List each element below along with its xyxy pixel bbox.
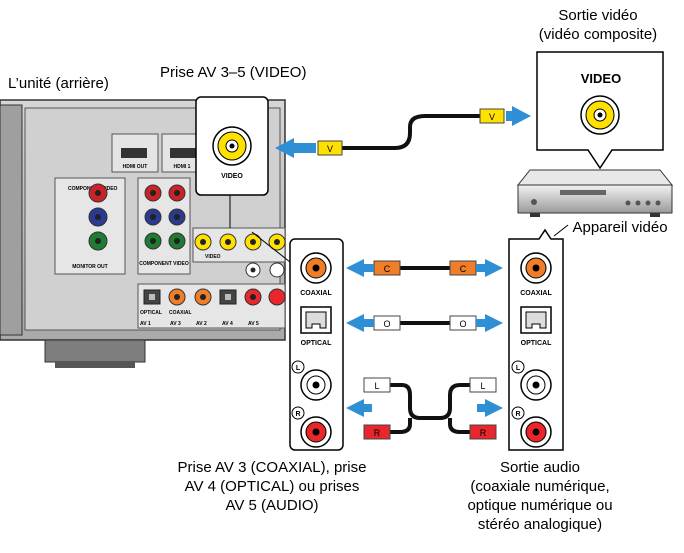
hdmi-1-label: HDMI 1 xyxy=(174,164,191,170)
video-plug-device-label: V xyxy=(489,112,495,122)
panel-av1-label: AV 1 xyxy=(140,321,151,327)
panel-optical-label: OPTICAL xyxy=(140,310,162,316)
video-plug-unit-label: V xyxy=(327,144,333,154)
video-arrow-to-unit xyxy=(275,138,316,158)
coax-arrow-from-device xyxy=(476,259,503,277)
optical-arrow-from-device xyxy=(476,314,503,332)
analog-l-plug-unit-label: L xyxy=(374,381,379,391)
audio-out-label-line2: (coaxiale numérique, xyxy=(470,478,609,495)
device-r-mark: R xyxy=(515,411,520,418)
device-audio-outputs-panel: COAXIAL OPTICAL L R xyxy=(508,228,564,451)
analog-l-plug-device-label: L xyxy=(480,381,485,391)
panel-av5-label: AV 5 xyxy=(248,321,259,327)
video-plug-unit-end xyxy=(317,140,343,156)
unit-video-jack-label: VIDEO xyxy=(221,173,243,180)
analog-r-plug-unit-label: R xyxy=(374,428,381,438)
optical-plug-unit-label: O xyxy=(383,319,390,329)
video-cable: V V xyxy=(317,108,505,156)
audio-out-label-line3: optique numérique ou xyxy=(467,497,612,514)
unit-audio-inputs-panel: COAXIAL OPTICAL L R xyxy=(289,238,344,451)
audio-out-label-line1: Sortie audio xyxy=(500,459,580,476)
unit-video-jack-callout: VIDEO xyxy=(195,96,269,196)
unit-optical-label: OPTICAL xyxy=(301,340,332,347)
video-plug-device-end xyxy=(479,108,505,124)
monitor-out-label: MONITOR OUT xyxy=(72,264,107,270)
analog-arrow-to-unit xyxy=(346,399,372,417)
device-audio-callout-line xyxy=(553,224,569,237)
optical-arrow-to-unit xyxy=(346,314,374,332)
device-optical-label: OPTICAL xyxy=(521,340,552,347)
video-arrow-from-device xyxy=(506,106,531,126)
panel-av2-label: AV 2 xyxy=(196,321,207,327)
panel-video-label: VIDEO xyxy=(205,254,221,260)
unit-r-mark: R xyxy=(295,411,300,418)
audio-out-label-line4: stéréo analogique) xyxy=(478,516,602,533)
analog-r-plug-device-label: R xyxy=(480,428,487,438)
hdmi-out-label: HDMI OUT xyxy=(123,164,148,170)
coax-plug-device-label: C xyxy=(460,264,467,274)
device-l-mark: L xyxy=(516,365,521,372)
analog-arrow-from-device xyxy=(477,399,503,417)
unit-coaxial-label: COAXIAL xyxy=(300,290,332,297)
video-out-label-line2: (vidéo composite) xyxy=(539,26,657,43)
optical-plug-device-label: O xyxy=(459,319,466,329)
coax-plug-unit-label: C xyxy=(384,264,391,274)
panel-coaxial-label: COAXIAL xyxy=(169,310,192,316)
av-3-5-video-label: Prise AV 3–5 (VIDEO) xyxy=(160,64,306,81)
coax-arrow-to-unit xyxy=(346,259,374,277)
optical-cable: O O xyxy=(373,315,477,331)
component-video-inputs-label: COMPONENT VIDEO xyxy=(139,261,189,267)
video-out-label-line1: Sortie vidéo xyxy=(558,7,637,24)
input-caption-line1: Prise AV 3 (COAXIAL), prise xyxy=(178,459,367,476)
video-device xyxy=(516,169,674,217)
unit-l-mark: L xyxy=(296,365,301,372)
input-caption-line2: AV 4 (OPTICAL) ou prises xyxy=(185,478,360,495)
panel-av4-label: AV 4 xyxy=(222,321,233,327)
analog-stereo-cable: L L R R xyxy=(363,377,497,440)
device-video-jack-callout: VIDEO xyxy=(536,51,664,170)
hdmi-out-port xyxy=(111,133,159,173)
audio-callout-line xyxy=(251,231,291,263)
device-coaxial-label: COAXIAL xyxy=(520,290,552,297)
panel-av3-label: AV 3 xyxy=(170,321,181,327)
video-device-label: Appareil vidéo xyxy=(572,219,667,236)
coaxial-cable: C C xyxy=(373,260,477,276)
unit-rear-label: L’unité (arrière) xyxy=(8,75,109,92)
input-caption-line3: AV 5 (AUDIO) xyxy=(225,497,318,514)
device-video-jack-label: VIDEO xyxy=(581,71,621,86)
